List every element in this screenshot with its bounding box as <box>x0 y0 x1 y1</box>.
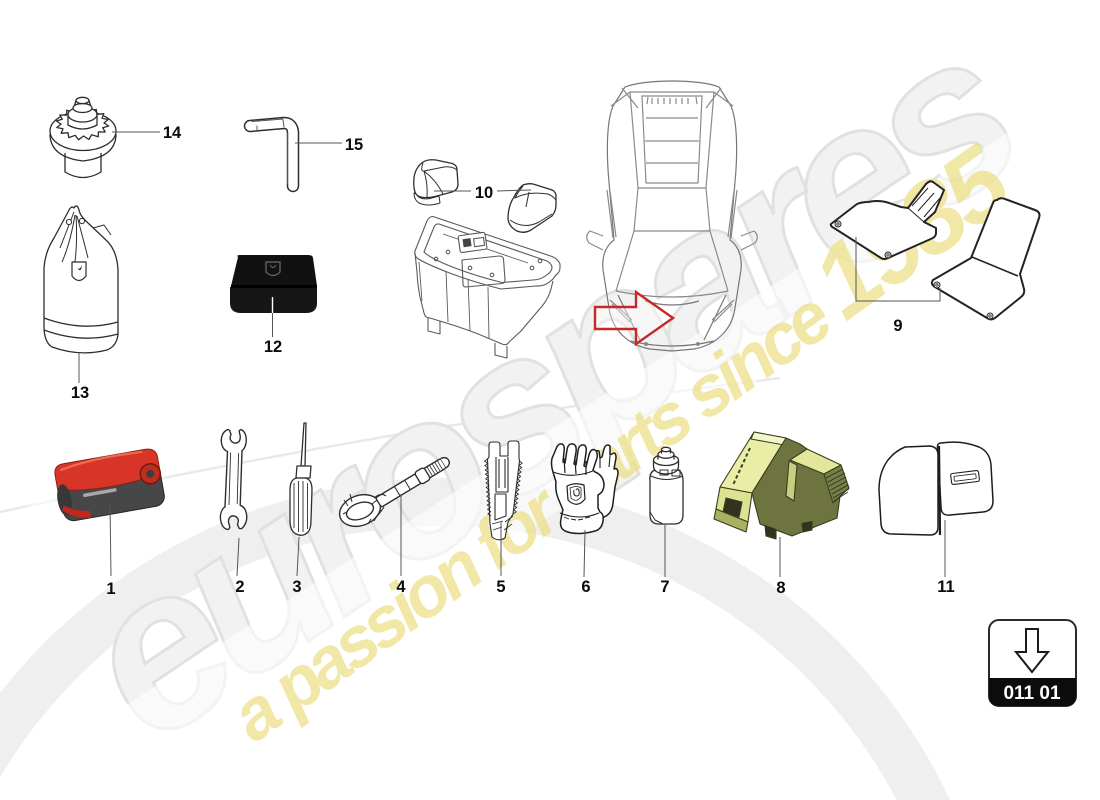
svg-text:14: 14 <box>163 124 182 142</box>
svg-text:10: 10 <box>475 184 493 202</box>
svg-text:11: 11 <box>937 578 954 596</box>
svg-text:3: 3 <box>292 578 301 596</box>
svg-text:2: 2 <box>235 578 244 596</box>
svg-text:12: 12 <box>264 338 282 356</box>
svg-text:8: 8 <box>776 579 785 597</box>
svg-text:1: 1 <box>106 580 115 598</box>
svg-text:6: 6 <box>581 578 590 596</box>
svg-text:011 01: 011 01 <box>1003 683 1060 704</box>
svg-text:15: 15 <box>345 136 363 154</box>
svg-text:13: 13 <box>71 384 89 402</box>
svg-text:5: 5 <box>496 578 505 596</box>
svg-text:9: 9 <box>893 317 902 335</box>
svg-text:4: 4 <box>396 578 406 596</box>
svg-text:7: 7 <box>660 578 669 596</box>
